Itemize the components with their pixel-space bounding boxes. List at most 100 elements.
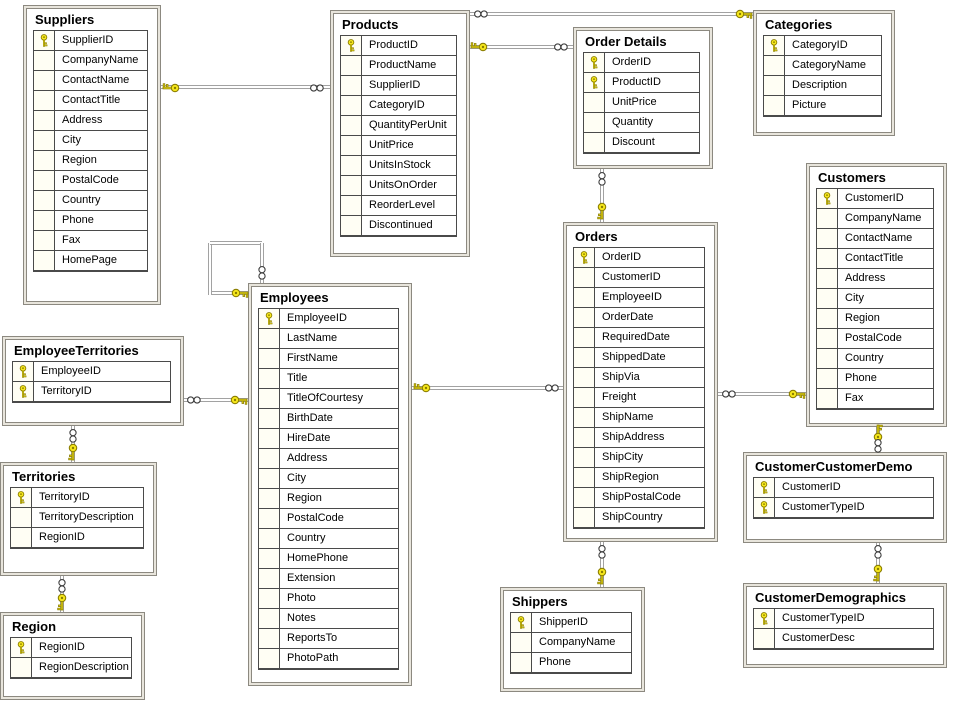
field-row[interactable]: UnitPrice <box>584 93 699 113</box>
field-row[interactable]: CompanyName <box>817 209 933 229</box>
field-row[interactable]: Address <box>34 111 147 131</box>
field-row[interactable]: TerritoryID <box>13 382 170 402</box>
field-row[interactable]: CompanyName <box>511 633 631 653</box>
field-row[interactable]: QuantityPerUnit <box>341 116 456 136</box>
relationship-line-customers-orders[interactable] <box>718 392 806 396</box>
field-row[interactable]: Description <box>764 76 881 96</box>
field-row[interactable]: CustomerDesc <box>754 629 933 649</box>
field-row[interactable]: CategoryID <box>341 96 456 116</box>
field-row[interactable]: Region <box>817 309 933 329</box>
field-row[interactable]: ContactTitle <box>817 249 933 269</box>
field-row[interactable]: ShipPostalCode <box>574 488 704 508</box>
field-row[interactable]: ShipRegion <box>574 468 704 488</box>
field-row[interactable]: RegionDescription <box>11 658 131 678</box>
field-row[interactable]: PostalCode <box>259 509 398 529</box>
field-row[interactable]: HireDate <box>259 429 398 449</box>
field-row[interactable]: ShipCountry <box>574 508 704 528</box>
field-row[interactable]: Address <box>259 449 398 469</box>
field-row[interactable]: UnitPrice <box>341 136 456 156</box>
field-row[interactable]: Photo <box>259 589 398 609</box>
field-row[interactable]: City <box>34 131 147 151</box>
field-row[interactable]: ProductID <box>584 73 699 93</box>
field-row[interactable]: ContactTitle <box>34 91 147 111</box>
field-row[interactable]: Fax <box>34 231 147 251</box>
field-row[interactable]: EmployeeID <box>259 309 398 329</box>
field-row[interactable]: PhotoPath <box>259 649 398 669</box>
field-row[interactable]: EmployeeID <box>13 362 170 382</box>
field-row[interactable]: TerritoryDescription <box>11 508 143 528</box>
field-row[interactable]: SupplierID <box>341 76 456 96</box>
field-row[interactable]: PostalCode <box>817 329 933 349</box>
field-row[interactable]: ShipAddress <box>574 428 704 448</box>
field-row[interactable]: BirthDate <box>259 409 398 429</box>
field-row[interactable]: PostalCode <box>34 171 147 191</box>
field-row[interactable]: TitleOfCourtesy <box>259 389 398 409</box>
relationship-line-shippers-orders[interactable] <box>600 542 604 587</box>
table-title[interactable]: Shippers <box>512 594 568 609</box>
relationship-line-products-orderdetails[interactable] <box>470 45 573 49</box>
field-row[interactable]: LastName <box>259 329 398 349</box>
field-row[interactable]: CustomerID <box>754 478 933 498</box>
table-title[interactable]: CustomerDemographics <box>755 590 906 605</box>
field-row[interactable]: Freight <box>574 388 704 408</box>
table-title[interactable]: Territories <box>12 469 76 484</box>
field-row[interactable]: CustomerID <box>574 268 704 288</box>
field-row[interactable]: ShipperID <box>511 613 631 633</box>
table-title[interactable]: Suppliers <box>35 12 95 27</box>
field-row[interactable]: TerritoryID <box>11 488 143 508</box>
field-row[interactable]: ReorderLevel <box>341 196 456 216</box>
field-row[interactable]: Country <box>34 191 147 211</box>
relationship-line-customerdemographics-customercustomerdemo[interactable] <box>876 543 880 583</box>
field-row[interactable]: Phone <box>817 369 933 389</box>
field-row[interactable]: City <box>259 469 398 489</box>
field-row[interactable]: FirstName <box>259 349 398 369</box>
table-title[interactable]: Order Details <box>585 34 667 49</box>
relationship-line-employees-employees-self[interactable] <box>210 241 262 245</box>
relationship-line-employees-employees-self[interactable] <box>210 291 248 295</box>
field-row[interactable]: ReportsTo <box>259 629 398 649</box>
field-row[interactable]: RegionID <box>11 638 131 658</box>
field-row[interactable]: Quantity <box>584 113 699 133</box>
field-row[interactable]: Notes <box>259 609 398 629</box>
table-title[interactable]: Employees <box>260 290 329 305</box>
field-row[interactable]: Region <box>259 489 398 509</box>
field-row[interactable]: OrderID <box>574 248 704 268</box>
table-title[interactable]: Customers <box>818 170 886 185</box>
field-row[interactable]: Region <box>34 151 147 171</box>
field-row[interactable]: EmployeeID <box>574 288 704 308</box>
field-row[interactable]: CategoryID <box>764 36 881 56</box>
field-row[interactable]: ProductName <box>341 56 456 76</box>
table-title[interactable]: Orders <box>575 229 618 244</box>
field-row[interactable]: SupplierID <box>34 31 147 51</box>
field-row[interactable]: CustomerTypeID <box>754 609 933 629</box>
field-row[interactable]: Fax <box>817 389 933 409</box>
field-row[interactable]: CustomerTypeID <box>754 498 933 518</box>
table-title[interactable]: EmployeeTerritories <box>14 343 139 358</box>
relationship-line-orders-orderdetails[interactable] <box>600 169 604 222</box>
field-row[interactable]: OrderID <box>584 53 699 73</box>
field-row[interactable]: UnitsOnOrder <box>341 176 456 196</box>
table-title[interactable]: Region <box>12 619 57 634</box>
field-row[interactable]: ShippedDate <box>574 348 704 368</box>
field-row[interactable]: Discount <box>584 133 699 153</box>
field-row[interactable]: Address <box>817 269 933 289</box>
relationship-line-categories-products[interactable] <box>470 12 753 16</box>
field-row[interactable]: ShipCity <box>574 448 704 468</box>
field-row[interactable]: ShipName <box>574 408 704 428</box>
field-row[interactable]: Country <box>817 349 933 369</box>
relationship-line-employees-employees-self[interactable] <box>260 243 264 283</box>
field-row[interactable]: Discontinued <box>341 216 456 236</box>
field-row[interactable]: Title <box>259 369 398 389</box>
table-title[interactable]: CustomerCustomerDemo <box>755 459 913 474</box>
